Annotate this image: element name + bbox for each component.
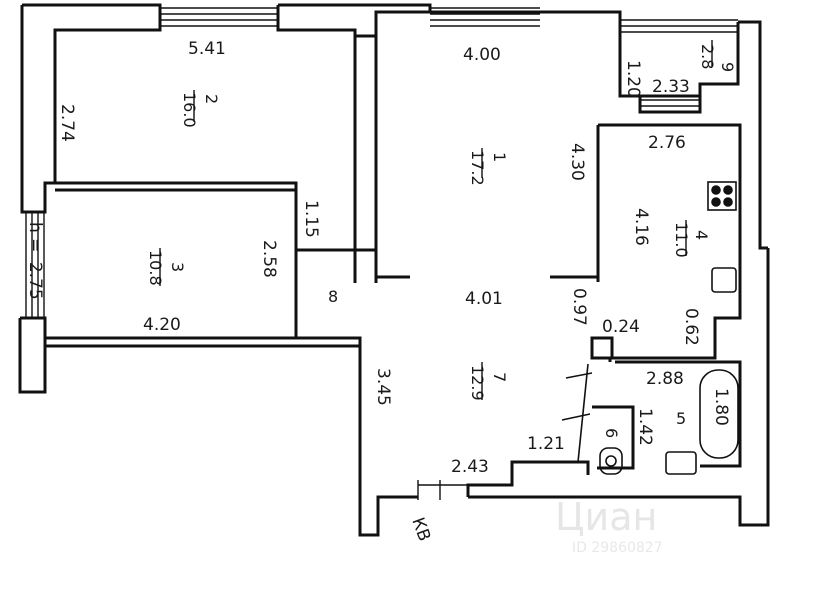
room-3-number: 3 [168,262,187,272]
dim-closet-width: 1.15 [301,200,321,238]
watermark-brand: Циан [555,495,657,539]
dim-r1-height: 4.30 [567,143,587,181]
wall-left-lower [18,316,47,394]
wall-right-outer [738,20,768,250]
dim-r3-width: 4.20 [143,315,181,335]
window-room2 [160,7,278,27]
dim-bottom-small: 1.21 [527,434,565,454]
room-8-number: 8 [328,287,338,306]
sink-icon [711,267,737,293]
walls [18,3,770,537]
wall-bottom-right [468,248,770,527]
column [590,336,614,360]
window-room1 [430,7,540,27]
dim-door-small-b: 0.97 [569,288,589,326]
area-bars [159,40,713,400]
dim-balcony-height: 1.20 [623,60,643,98]
dim-closet-height: 2.58 [259,240,279,278]
dim-r3-prefix: h = [25,222,45,252]
room-5-number: 5 [676,409,686,428]
entrance-door [417,480,468,500]
door-swing-line [565,372,593,379]
dim-tub-length: 1.80 [711,388,731,426]
dim-bottom-width: 2.43 [451,457,489,477]
dim-r1-width: 4.00 [463,45,501,65]
watermark: Циан ID 29860827 [555,495,663,556]
entrance-label: КВ [407,515,434,544]
room-3-area: 10.8 [146,250,165,286]
dim-kitchen-height: 4.16 [631,208,651,246]
bathtub-icon [699,369,739,459]
fixtures [561,181,739,475]
wall-hall-left [358,346,418,537]
room-2-number: 2 [202,94,221,104]
wall-outer-left-top [20,3,162,214]
room-1-area: 17.2 [468,150,487,186]
toilet-icon [599,447,623,475]
wall-bottom-hall [466,460,590,497]
door-partition [577,363,589,463]
dimensions: 5.41 2.74 4.00 4.30 1.20 2.33 2.76 4.16 … [25,39,731,477]
wall-central [353,36,378,252]
room-9-area: 2.8 [698,44,717,69]
dim-door-small-a: 0.24 [602,317,640,337]
dim-hall-height: 3.45 [373,368,393,406]
dim-r2-height: 2.74 [57,104,77,142]
dim-bath-height: 1.42 [635,408,655,446]
room-4-number: 4 [692,230,711,240]
window-kitchen-door [640,99,700,107]
window-balcony [620,19,738,33]
room-9-number: 9 [718,62,737,72]
windows [25,7,738,500]
window-room3 [25,212,45,318]
room-7-number: 7 [490,372,509,382]
dim-kitchen-top: 2.76 [648,133,686,153]
room-6-number: 6 [602,428,621,438]
dim-kitchen-small: 0.62 [681,308,701,346]
room-7-area: 12.9 [468,365,487,401]
wall-wc [592,405,635,470]
door-swing-line-2 [561,413,591,421]
wall-balcony [620,22,740,114]
room-2-area: 16.0 [180,92,199,128]
wall-top-middle [276,3,432,38]
dim-hall-width: 4.01 [465,289,503,309]
dim-bath-width: 2.88 [646,369,684,389]
washbasin-icon [665,451,697,475]
room-1-number: 1 [490,152,509,162]
stove-icon [707,181,737,211]
dim-balcony-width: 2.33 [652,77,690,97]
wall-room3-bottom [45,336,362,348]
wall-bath [615,360,742,468]
room-4-area: 11.0 [672,222,691,258]
watermark-id: ID 29860827 [572,540,663,556]
dim-r3-height: 2.75 [25,262,45,300]
wall-room2-room3 [55,181,298,192]
dim-r2-width: 5.41 [188,39,226,59]
svg-text:h = 2.75: h = 2.75 [25,222,45,300]
